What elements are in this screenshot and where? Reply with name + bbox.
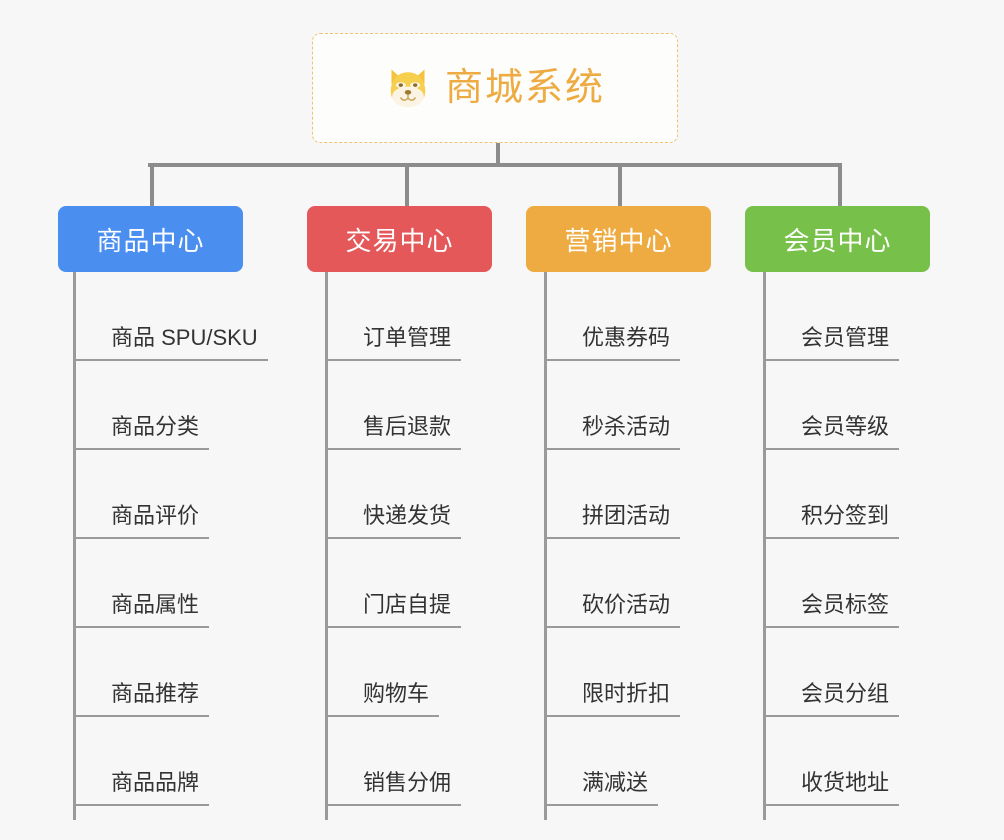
dog-face-icon (385, 65, 431, 111)
leaf-item-label: 商品 SPU/SKU (73, 325, 268, 361)
column-spine (763, 272, 766, 820)
leaf-item-label: 收货地址 (763, 770, 900, 806)
leaf-item[interactable]: 商品品牌 (73, 717, 210, 806)
leaf-item[interactable]: 商品分类 (73, 361, 210, 450)
leaf-item-label: 商品评价 (73, 503, 210, 539)
leaf-item-label: 拼团活动 (544, 503, 681, 539)
leaf-item[interactable]: 会员管理 (763, 272, 900, 361)
leaf-item[interactable]: 商品推荐 (73, 628, 210, 717)
connector-drop-marketing-center (618, 163, 622, 208)
category-label: 会员中心 (783, 225, 892, 256)
leaf-item-label: 售后退款 (325, 414, 462, 450)
leaf-item[interactable]: 订单管理 (325, 272, 462, 361)
leaf-item-label: 会员等级 (763, 414, 900, 450)
leaf-item-label: 销售分佣 (325, 770, 462, 806)
leaf-item[interactable]: 销售分佣 (325, 717, 462, 806)
connector-drop-trade-center (405, 163, 409, 208)
leaf-item[interactable]: 商品评价 (73, 450, 210, 539)
leaf-item[interactable]: 商品 SPU/SKU (73, 272, 268, 361)
leaf-item[interactable]: 优惠券码 (544, 272, 681, 361)
leaf-item[interactable]: 商品属性 (73, 539, 210, 628)
leaf-item[interactable]: 收货地址 (763, 717, 900, 806)
leaf-item[interactable]: 售后退款 (325, 361, 462, 450)
leaf-item[interactable]: 积分签到 (763, 450, 900, 539)
root-node[interactable]: 商城系统 (312, 33, 678, 143)
leaf-item[interactable]: 满减送 (544, 717, 659, 806)
leaf-item[interactable]: 秒杀活动 (544, 361, 681, 450)
leaf-item[interactable]: 购物车 (325, 628, 440, 717)
category-box-member-center[interactable]: 会员中心 (745, 206, 930, 272)
leaf-item-label: 快递发货 (325, 503, 462, 539)
leaf-item[interactable]: 快递发货 (325, 450, 462, 539)
category-label: 交易中心 (345, 225, 454, 256)
leaf-item-label: 商品推荐 (73, 681, 210, 717)
category-label: 营销中心 (564, 225, 673, 256)
leaf-item-label: 积分签到 (763, 503, 900, 539)
leaf-item[interactable]: 限时折扣 (544, 628, 681, 717)
leaf-item[interactable]: 砍价活动 (544, 539, 681, 628)
column-spine (544, 272, 547, 820)
leaf-item-label: 商品属性 (73, 592, 210, 628)
category-box-marketing-center[interactable]: 营销中心 (526, 206, 711, 272)
leaf-item-label: 会员标签 (763, 592, 900, 628)
leaf-item[interactable]: 会员分组 (763, 628, 900, 717)
leaf-item-label: 商品品牌 (73, 770, 210, 806)
leaf-item-label: 限时折扣 (544, 681, 681, 717)
column-spine (73, 272, 76, 820)
leaf-item-label: 满减送 (544, 770, 659, 806)
connector-drop-member-center (838, 163, 842, 208)
leaf-item[interactable]: 门店自提 (325, 539, 462, 628)
leaf-item-label: 秒杀活动 (544, 414, 681, 450)
category-label: 商品中心 (96, 225, 205, 256)
connector-stem (496, 143, 500, 165)
connector-bus (148, 163, 840, 167)
category-box-product-center[interactable]: 商品中心 (58, 206, 243, 272)
leaf-item-label: 订单管理 (325, 325, 462, 361)
leaf-item[interactable]: 会员标签 (763, 539, 900, 628)
leaf-item-label: 商品分类 (73, 414, 210, 450)
leaf-item-label: 会员分组 (763, 681, 900, 717)
leaf-item-label: 会员管理 (763, 325, 900, 361)
leaf-item-label: 门店自提 (325, 592, 462, 628)
leaf-item-label: 砍价活动 (544, 592, 681, 628)
leaf-item[interactable]: 会员等级 (763, 361, 900, 450)
leaf-item[interactable]: 拼团活动 (544, 450, 681, 539)
column-spine (325, 272, 328, 820)
leaf-item-label: 购物车 (325, 681, 440, 717)
connector-drop-product-center (150, 163, 154, 208)
root-title: 商城系统 (444, 67, 605, 109)
category-box-trade-center[interactable]: 交易中心 (307, 206, 492, 272)
leaf-item-label: 优惠券码 (544, 325, 681, 361)
